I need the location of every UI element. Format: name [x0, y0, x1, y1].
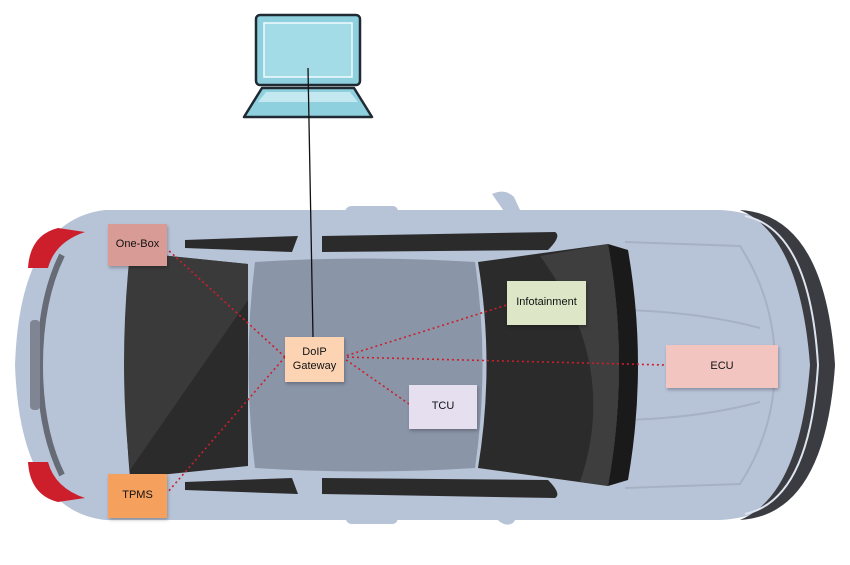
node-infotainment-label: Infotainment	[516, 296, 577, 309]
node-gateway-line1: DoIP	[302, 345, 327, 358]
link-layer	[166, 67, 667, 494]
node-gateway-line2: Gateway	[292, 359, 337, 372]
link-gateway-infotainment	[341, 304, 508, 358]
node-infotainment: Infotainment	[507, 281, 586, 325]
node-tcu-label: TCU	[431, 400, 455, 413]
node-one-box-label: One-Box	[115, 238, 160, 251]
node-tpms-label: TPMS	[122, 489, 153, 502]
node-ecu-label: ECU	[710, 359, 734, 372]
node-doip-gateway: DoIP Gateway	[285, 337, 344, 382]
node-ecu: ECU	[666, 345, 778, 388]
link-laptop-gateway	[307, 67, 314, 338]
node-one-box: One-Box	[108, 224, 167, 266]
link-gateway-tpms	[166, 356, 286, 494]
link-gateway-tcu	[341, 356, 410, 405]
node-tcu: TCU	[409, 385, 477, 429]
link-gateway-one_box	[166, 248, 286, 358]
node-tpms: TPMS	[108, 474, 167, 518]
link-gateway-ecu	[341, 356, 667, 366]
